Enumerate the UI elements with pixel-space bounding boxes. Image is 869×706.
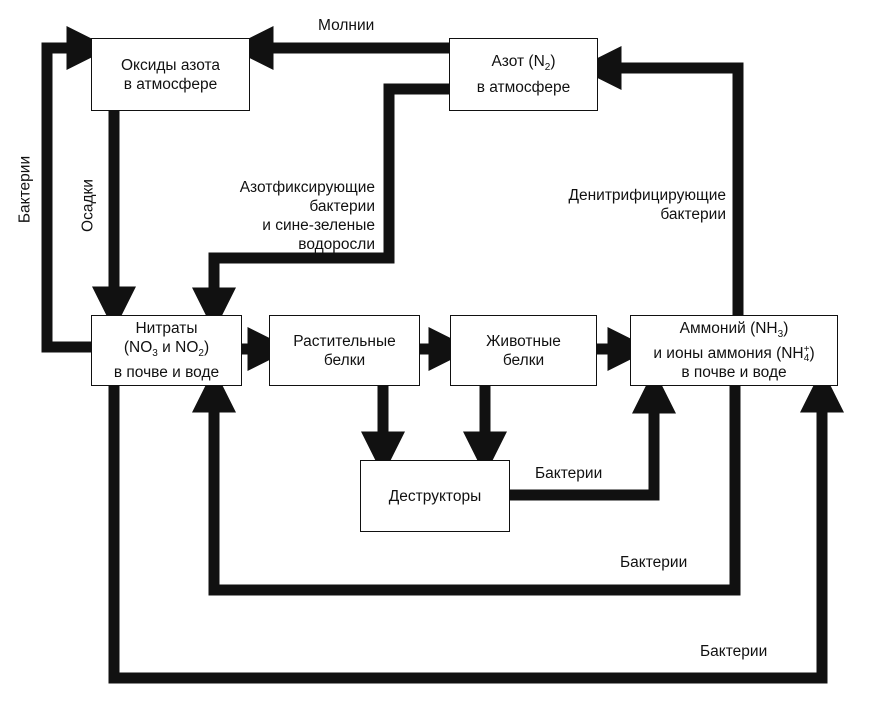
arrow-bacteria-middle <box>192 368 741 596</box>
label-nitrogen-fixing-line4: водоросли <box>298 236 375 253</box>
box-nitrogen-oxides: Оксиды азота в атмосфере <box>91 38 250 111</box>
box-nitrates-line3: в почве и воде <box>113 364 220 382</box>
box-nitrogen-atmosphere-line1: Азот (N2) <box>491 53 556 74</box>
label-nitrogen-fixing-line3: и сине-зеленые <box>262 217 375 234</box>
arrow-nitrogen-fixing <box>192 83 449 332</box>
arrow-bacteria-left <box>41 26 111 353</box>
arrow-denitrifying <box>577 46 744 315</box>
box-plant-proteins-line2: белки <box>323 352 366 369</box>
box-ammonium-line3: в почве и воде <box>681 364 787 382</box>
label-denitrifying-line1: Денитрифицирующие <box>568 187 726 204</box>
label-nitrogen-fixing-line2: бактерии <box>309 198 375 215</box>
box-animal-proteins-line2: белки <box>502 352 545 369</box>
label-bacteria-bottom: Бактерии <box>700 643 768 660</box>
box-ammonium: Аммоний (NH3) и ионы аммония (NH+4) в по… <box>630 315 838 386</box>
label-precipitation: Осадки <box>79 179 97 232</box>
box-nitrogen-oxides-line1: Оксиды азота <box>120 56 221 74</box>
label-nitrogen-fixing: Азотфиксирующие бактерии и сине-зеленые … <box>205 178 375 254</box>
box-ammonium-line1: Аммоний (NH3) <box>679 319 789 341</box>
box-animal-proteins: Животные белки <box>450 315 597 386</box>
box-plant-proteins-line1: Растительные <box>293 333 396 350</box>
label-denitrifying-line2: бактерии <box>660 206 726 223</box>
box-nitrogen-oxides-line2: в атмосфере <box>123 75 218 93</box>
box-nitrates-line1: Нитраты <box>135 319 198 337</box>
label-bacteria-left: Бактерии <box>16 155 34 224</box>
label-denitrifying: Денитрифицирующие бактерии <box>520 186 726 224</box>
label-bacteria-middle: Бактерии <box>620 554 688 571</box>
box-nitrates-line2: (NO3 и NO2) <box>123 338 210 360</box>
box-nitrates: Нитраты (NO3 и NO2) в почве и воде <box>91 315 242 386</box>
label-bacteria-destructors: Бактерии <box>535 465 603 482</box>
arrow-destructors-ammonium <box>510 369 676 501</box>
box-ammonium-line2: и ионы аммония (NH+4) <box>653 343 815 364</box>
box-nitrogen-atmosphere: Азот (N2) в атмосфере <box>449 38 598 111</box>
box-plant-proteins: Растительные белки <box>269 315 420 386</box>
box-destructors: Деструкторы <box>360 460 510 532</box>
box-animal-proteins-line1: Животные <box>486 333 561 350</box>
label-lightning: Молнии <box>318 17 375 34</box>
arrow-bacteria-bottom <box>108 368 844 684</box>
box-destructors-line1: Деструкторы <box>388 487 482 505</box>
label-nitrogen-fixing-line1: Азотфиксирующие <box>239 179 375 196</box>
box-nitrogen-atmosphere-line2: в атмосфере <box>476 78 571 96</box>
